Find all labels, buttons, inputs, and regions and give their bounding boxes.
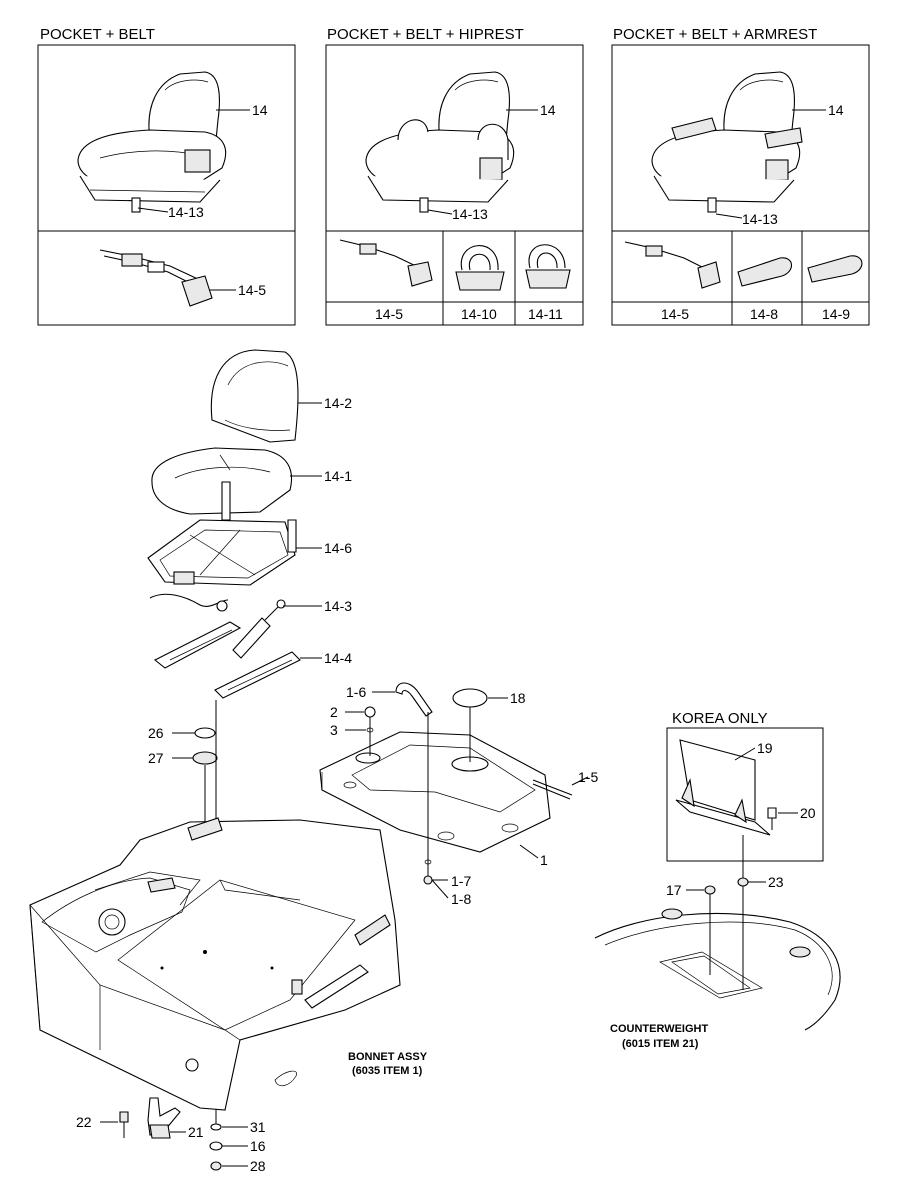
bonnet-label: BONNET ASSY: [348, 1051, 428, 1063]
callout-belt: 14-5: [238, 282, 266, 298]
callout-21: 21: [188, 1124, 204, 1140]
callout-22: 22: [76, 1114, 92, 1130]
armrest-left-drawing: [737, 257, 793, 287]
panel-pocket-belt: POCKET + BELT 14 14-13 14-5: [37, 26, 296, 326]
callout-slide: 14-13: [168, 204, 204, 220]
callout-14-2: 14-2: [324, 395, 352, 411]
callout-19: 19: [757, 740, 773, 756]
seat-assembly-drawing: [365, 71, 515, 213]
panel-pocket-belt-armrest: POCKET + BELT + ARMREST 14 14-13 14-5 14…: [611, 26, 870, 326]
callout-1-6: 1-6: [346, 684, 366, 700]
cell-label: 14-5: [661, 306, 689, 322]
cap-part-26: [194, 727, 216, 739]
callout-2: 2: [330, 704, 338, 720]
counterweight-drawing: [594, 835, 841, 1031]
seat-belt-drawing: [99, 249, 213, 307]
cell-label: 14-5: [375, 306, 403, 322]
callout-27: 27: [148, 750, 164, 766]
counterweight-label: COUNTERWEIGHT: [610, 1023, 708, 1035]
callout-28: 28: [250, 1158, 266, 1174]
callout-17: 17: [666, 882, 682, 898]
callout-seat: 14: [540, 102, 556, 118]
callout-1-8: 1-8: [451, 891, 471, 907]
callout-23: 23: [768, 874, 784, 890]
callout-1-5: 1-5: [578, 769, 598, 785]
seat-belt-drawing: [339, 239, 433, 287]
cell-label: 14-11: [528, 306, 563, 322]
panel-title: POCKET + BELT + ARMREST: [613, 26, 817, 43]
seat-assembly-drawing: [651, 71, 803, 213]
korea-only-frame: [666, 727, 824, 862]
bonnet-item-ref: (6035 ITEM 1): [352, 1065, 423, 1077]
cover-plate-drawing: [319, 682, 573, 885]
panel-title: POCKET + BELT: [40, 26, 155, 43]
cell-label: 14-9: [822, 306, 850, 322]
callout-slide: 14-13: [742, 211, 778, 227]
cell-label: 14-10: [461, 306, 497, 322]
plate-part-19-drawing: [675, 739, 777, 836]
panel-frame: [611, 44, 870, 326]
callout-seat: 14: [252, 102, 268, 118]
callout-20: 20: [800, 805, 816, 821]
callout-26: 26: [148, 725, 164, 741]
seat-assembly-drawing: [77, 71, 227, 213]
armrest-right-drawing: [807, 255, 863, 283]
hiprest-bracket-alt-drawing: [525, 244, 571, 289]
callout-1: 1: [540, 852, 548, 868]
callout-18: 18: [510, 690, 526, 706]
callout-31: 31: [250, 1119, 266, 1135]
panel-pocket-belt-hiprest: POCKET + BELT + HIPREST 14 14-13: [325, 26, 584, 326]
panel-title: POCKET + BELT + HIPREST: [327, 26, 524, 43]
callout-seat: 14: [828, 102, 844, 118]
bonnet-assembly-drawing: [29, 817, 401, 1111]
hiprest-bracket-drawing: [455, 245, 505, 291]
panel-frame: [37, 44, 296, 326]
grommet-part-27: [192, 751, 218, 765]
callout-slide: 14-13: [452, 206, 488, 222]
callout-14-1: 14-1: [324, 468, 352, 484]
exploded-seat-drawing: [147, 349, 322, 699]
counterweight-item-ref: (6015 ITEM 21): [622, 1038, 699, 1050]
panel-frame: [325, 44, 584, 326]
callout-14-6: 14-6: [324, 540, 352, 556]
callout-3: 3: [330, 722, 338, 738]
seat-belt-drawing: [624, 241, 721, 289]
korea-only-title: KOREA ONLY: [672, 710, 768, 727]
callout-14-4: 14-4: [324, 650, 352, 666]
callout-16: 16: [250, 1138, 266, 1154]
cell-label: 14-8: [750, 306, 778, 322]
callout-14-3: 14-3: [324, 598, 352, 614]
callout-1-7: 1-7: [451, 873, 471, 889]
